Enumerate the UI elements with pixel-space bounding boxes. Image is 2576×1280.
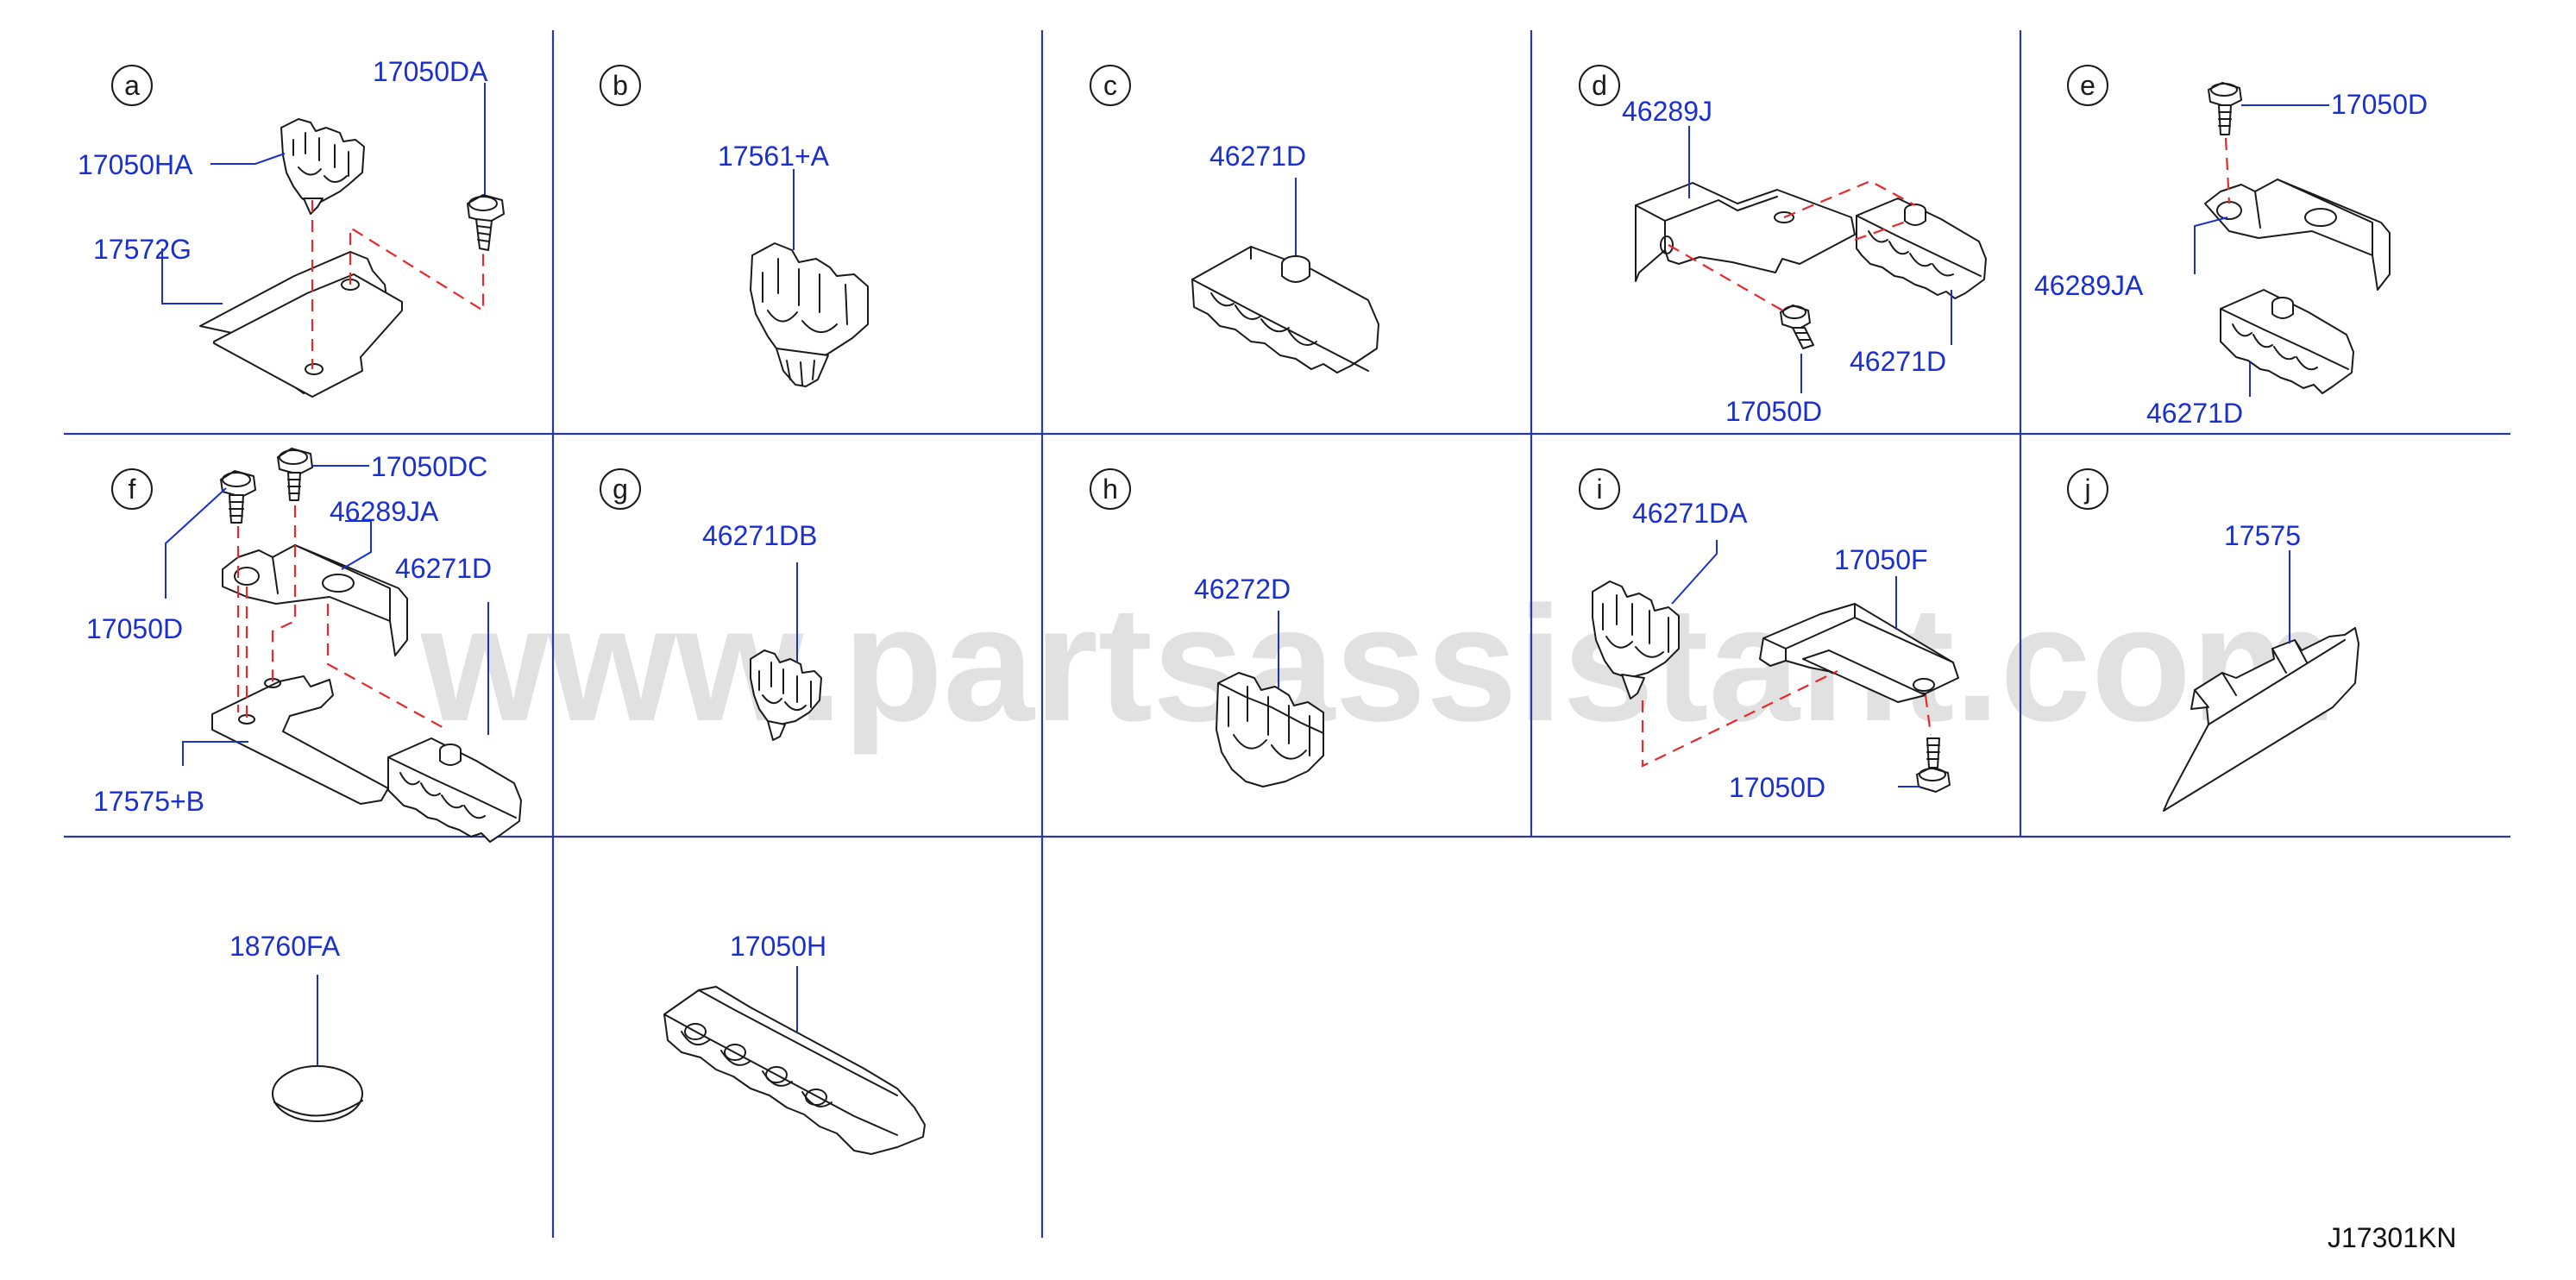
panel-i-circle xyxy=(1579,468,1620,510)
panel-g-circle xyxy=(600,468,641,510)
label-46271DA: 46271DA xyxy=(1632,498,1748,529)
label-17572G: 17572G xyxy=(93,234,192,265)
panel-f: f xyxy=(86,448,522,843)
panel-a-circle xyxy=(111,65,153,106)
panel-e-letter: e xyxy=(2080,70,2095,101)
label-17050D-i: 17050D xyxy=(1729,772,1825,803)
assembly-line-f-3 xyxy=(326,604,448,731)
assembly-line-i-2 xyxy=(1924,694,1932,736)
panel-j: j 17575 xyxy=(2067,468,2359,812)
leader-17050HA xyxy=(210,153,286,165)
label-17050D-f: 17050D xyxy=(86,613,183,644)
panel-a: a 17050DA 17050HA xyxy=(78,56,505,398)
clip-46271D-e xyxy=(2220,289,2354,394)
label-46289JA-e: 46289JA xyxy=(2034,270,2144,301)
clip-46271D-d xyxy=(1856,198,1987,299)
leader-17575-B xyxy=(182,741,248,766)
assembly-line-i-1 xyxy=(1641,670,1838,768)
label-17050HA: 17050HA xyxy=(78,149,193,180)
plug-18760FA xyxy=(272,1065,363,1122)
clip-46271DB xyxy=(750,649,822,741)
leader-46271DA xyxy=(1671,540,1718,605)
panel-b-circle xyxy=(600,65,641,106)
assembly-line-f-2 xyxy=(271,505,297,687)
panel-h-circle xyxy=(1090,468,1131,510)
assembly-line-f-1 xyxy=(236,526,248,719)
clip-46271D-c xyxy=(1191,246,1379,373)
bracket-17050F xyxy=(1759,603,1959,703)
panel-b-letter: b xyxy=(613,70,628,101)
cover-17575 xyxy=(2163,627,2359,812)
label-17050D-d: 17050D xyxy=(1725,396,1822,427)
clip-17050HA xyxy=(280,118,365,215)
watermark: www.partsassistant.com xyxy=(420,573,2337,756)
label-18760FA: 18760FA xyxy=(229,931,341,962)
bracket-46289J xyxy=(1635,182,1856,282)
diagram-reference-code: J17301KN xyxy=(2328,1222,2456,1253)
bolt-17050D-d xyxy=(1780,304,1814,349)
panel-i-letter: i xyxy=(1596,474,1602,505)
clip-17561-A xyxy=(750,242,869,387)
panel-b: b 17561+A xyxy=(600,65,869,387)
panel-k: 18760FA xyxy=(229,931,363,1122)
panel-c-circle xyxy=(1090,65,1131,106)
assembly-line-d-3 xyxy=(1854,219,1909,242)
label-46271D-f: 46271D xyxy=(395,553,492,584)
label-17575: 17575 xyxy=(2224,520,2301,551)
panel-a-letter: a xyxy=(124,70,140,101)
panel-f-letter: f xyxy=(129,474,136,505)
bracket-46289JA-f xyxy=(222,544,408,656)
panel-g: g 46271DB xyxy=(600,468,822,741)
panel-g-letter: g xyxy=(613,474,628,505)
assembly-line-e-1 xyxy=(2224,137,2231,204)
label-17561-A: 17561+A xyxy=(718,141,830,172)
clip-46271DA xyxy=(1592,580,1680,700)
clip-46271D-f xyxy=(387,737,522,843)
label-17050DA: 17050DA xyxy=(373,56,488,87)
label-46271DB: 46271DB xyxy=(702,520,817,551)
bolt-17050D-e xyxy=(2208,82,2242,135)
leader-17572G xyxy=(161,248,223,304)
leader-46289JA-f xyxy=(341,520,372,570)
label-46271D-e: 46271D xyxy=(2146,398,2243,429)
label-17050F: 17050F xyxy=(1834,544,1928,575)
clip-46272D xyxy=(1216,672,1324,787)
leader-46289JA-e xyxy=(2194,216,2228,274)
panel-d-circle xyxy=(1579,65,1620,106)
label-46272D: 46272D xyxy=(1194,574,1291,605)
panel-i: i 46271DA 17050F 17050D xyxy=(1579,468,1959,803)
bracket-plate-17572G xyxy=(199,251,403,398)
panel-f-circle xyxy=(111,468,153,510)
label-17050D-e: 17050D xyxy=(2331,89,2428,120)
panel-l: 17050H xyxy=(663,931,926,1155)
label-17050DC: 17050DC xyxy=(371,451,487,482)
bolt-17050DC xyxy=(277,448,313,501)
panel-c-letter: c xyxy=(1103,70,1117,101)
bracket-46289JA-e xyxy=(2204,179,2391,291)
label-46289J: 46289J xyxy=(1622,96,1712,127)
label-17050H: 17050H xyxy=(730,931,826,962)
assembly-line-d-1 xyxy=(1668,244,1787,313)
assembly-line-a-2 xyxy=(349,226,485,312)
panel-h: h 46272D xyxy=(1090,468,1324,787)
label-17575-B: 17575+B xyxy=(93,786,204,817)
bolt-17050DA xyxy=(467,194,505,251)
panel-j-circle xyxy=(2067,468,2108,510)
panel-c: c 46271D xyxy=(1090,65,1379,373)
leader-17050D-f xyxy=(165,487,227,599)
panel-j-letter: j xyxy=(2083,474,2090,505)
panel-e: e 17050D 46289JA 46271D xyxy=(2034,65,2428,429)
bolt-17050D-f xyxy=(220,470,256,524)
panel-d: d 46289J 46271D 17050D xyxy=(1579,65,1987,427)
clip-17050H xyxy=(663,986,926,1155)
label-46289JA-f: 46289JA xyxy=(330,496,439,527)
panel-e-circle xyxy=(2067,65,2108,106)
panel-h-letter: h xyxy=(1103,474,1118,505)
assembly-line-d-2 xyxy=(1783,179,1916,219)
panel-d-letter: d xyxy=(1592,70,1607,101)
label-46271D-c: 46271D xyxy=(1209,141,1306,172)
label-46271D-d: 46271D xyxy=(1850,346,1946,377)
